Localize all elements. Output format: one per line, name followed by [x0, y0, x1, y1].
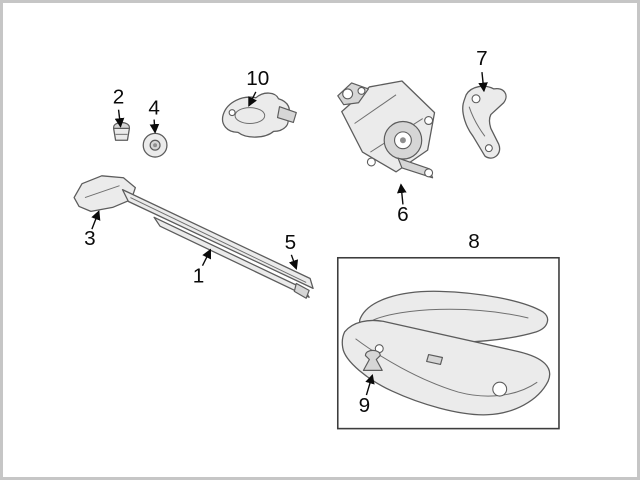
- callout-labels: 1 2 3 4 5 6 7 8 9 10: [84, 47, 488, 417]
- callout-8: 8: [468, 230, 480, 253]
- callout-5: 5: [285, 231, 297, 254]
- callout-3: 3: [84, 227, 96, 250]
- diagram-canvas: 1 2 3 4 5 6 7 8 9 10: [73, 47, 560, 430]
- leader-9: [365, 373, 375, 396]
- pivot-cap: [221, 92, 297, 138]
- leader-4: [149, 119, 160, 134]
- motor-cover-bracket: [462, 85, 507, 159]
- leader-2: [114, 109, 125, 128]
- wiper-arm: [121, 188, 314, 290]
- callout-2: 2: [113, 86, 125, 109]
- callout-4: 4: [148, 97, 160, 120]
- wiper-blade: [153, 216, 310, 299]
- wiper-arm-head: [73, 175, 136, 213]
- wiper-motor: [337, 80, 436, 179]
- leader-1: [201, 248, 212, 266]
- leader-7: [478, 72, 488, 93]
- leader-3: [91, 210, 101, 230]
- callout-1: 1: [193, 264, 205, 287]
- callout-9: 9: [359, 394, 371, 417]
- leader-6: [396, 183, 407, 205]
- pivot-grommet: [142, 132, 168, 158]
- callout-6: 6: [397, 203, 409, 226]
- callout-7: 7: [476, 47, 488, 70]
- leader-10: [248, 91, 257, 107]
- leader-5: [288, 254, 299, 270]
- callout-10: 10: [246, 67, 269, 90]
- leader-lines: [91, 72, 488, 396]
- trim-clip: [362, 349, 383, 371]
- pivot-nut: [112, 121, 131, 141]
- liftgate-trim-panel-box: [336, 256, 560, 430]
